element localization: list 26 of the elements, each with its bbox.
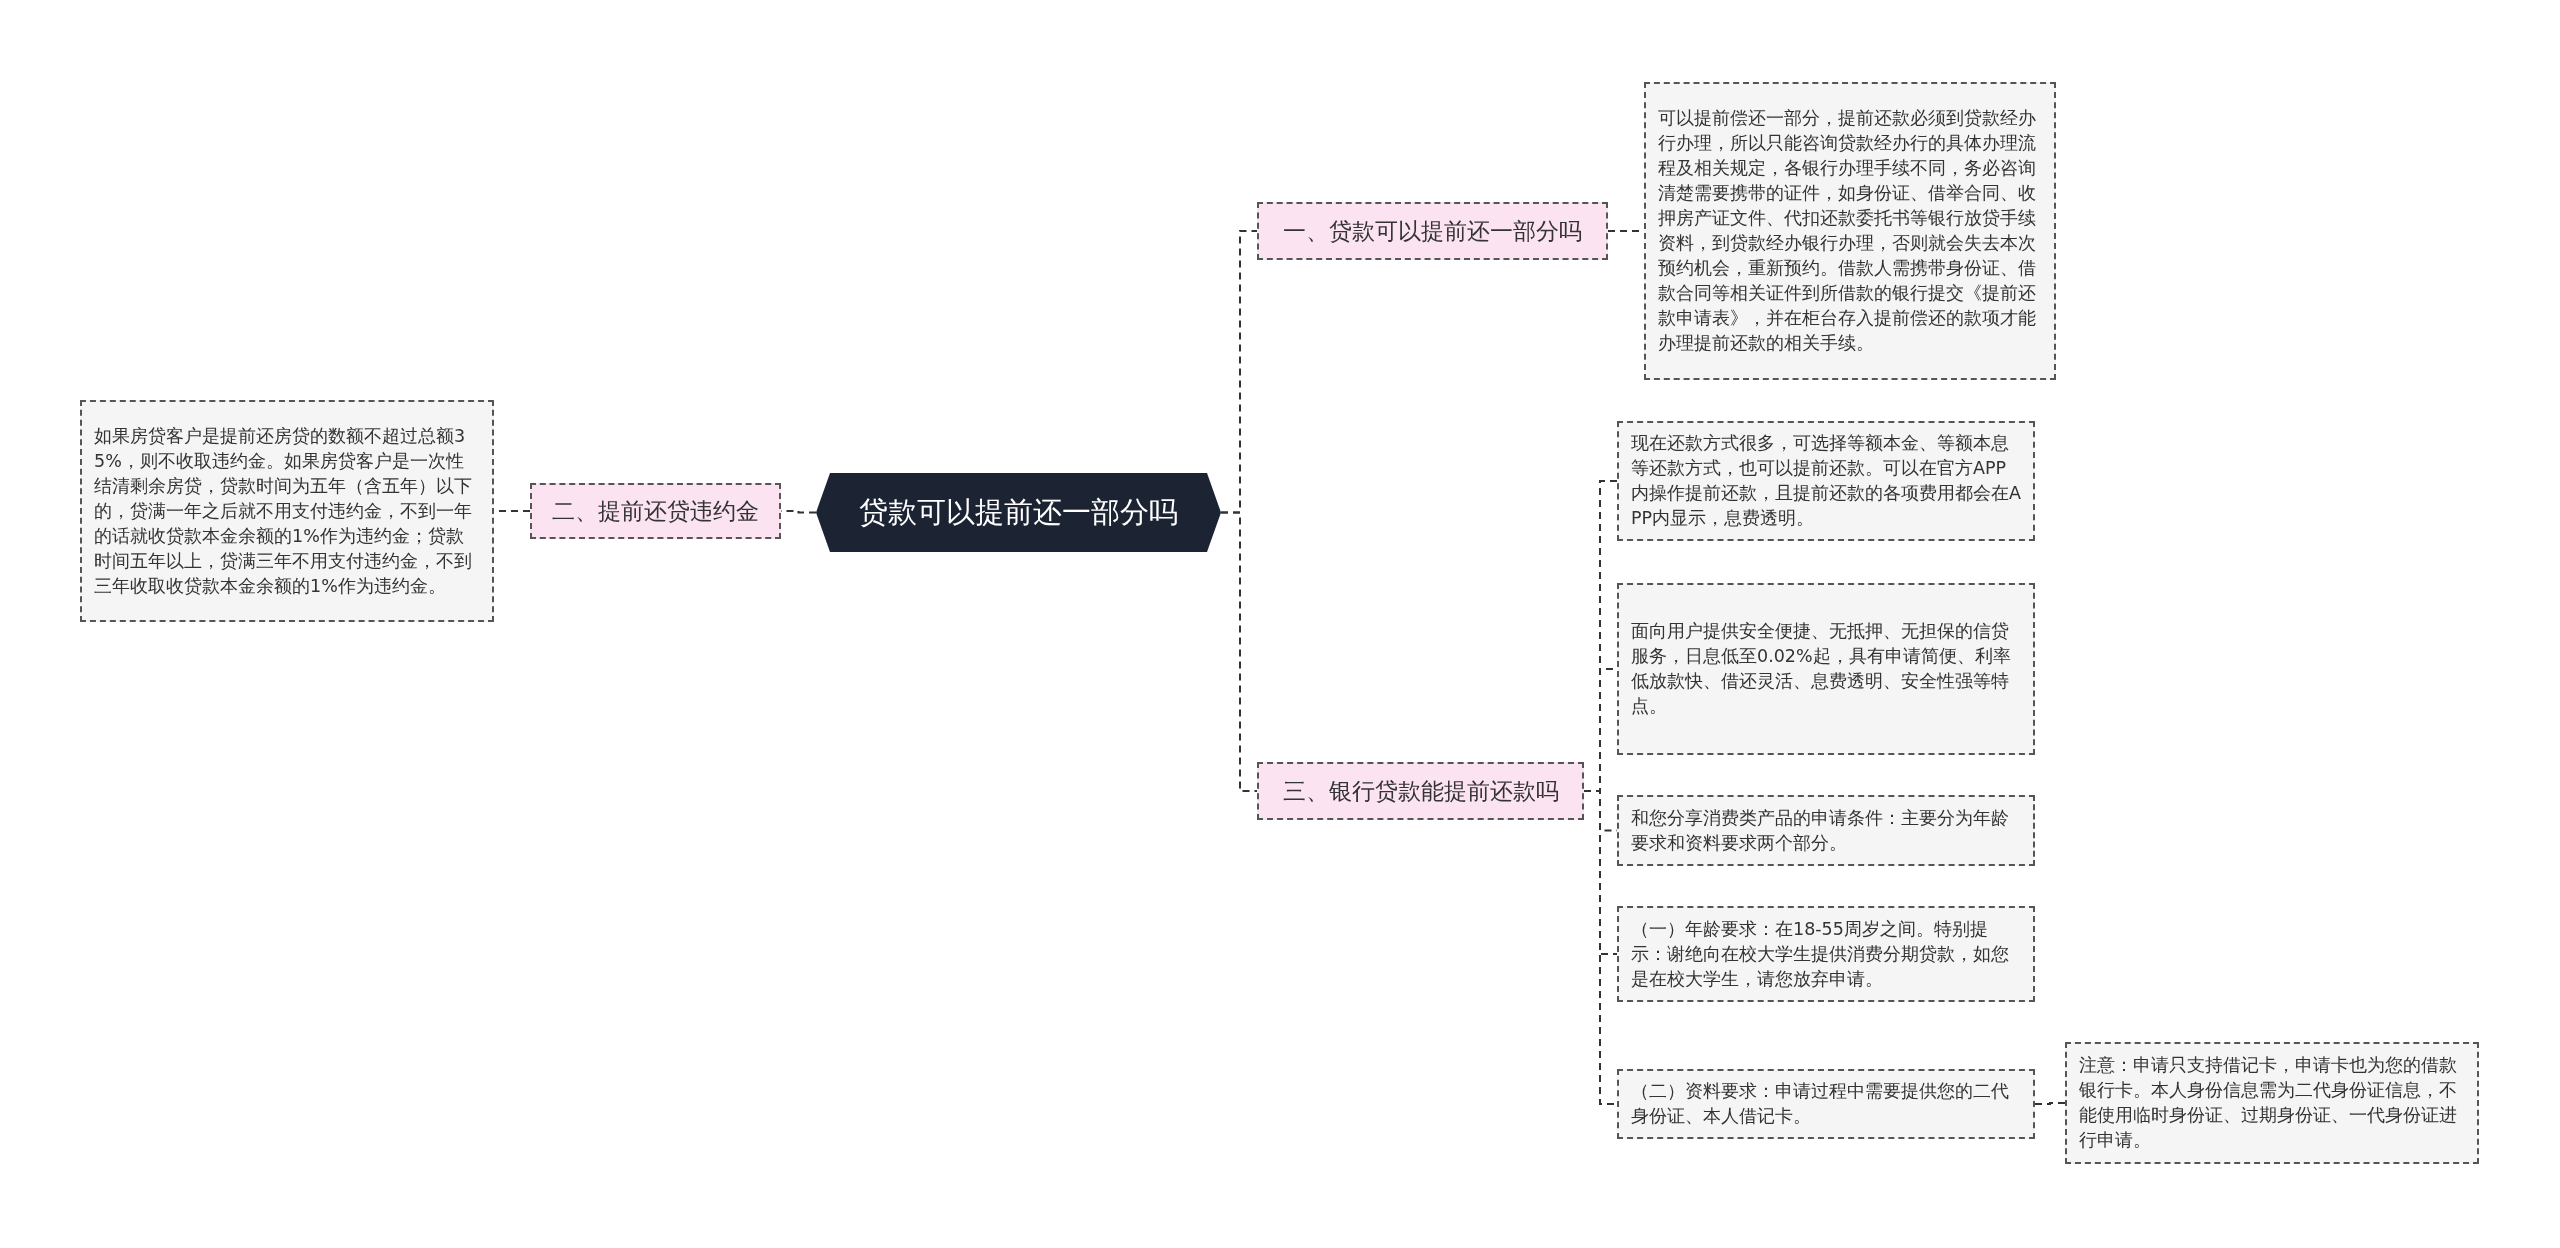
topic-text: 二、提前还贷违约金 — [552, 496, 759, 526]
note-text: 和您分享消费类产品的申请条件：主要分为年龄要求和资料要求两个部分。 — [1631, 806, 2010, 855]
note-text: （一）年龄要求：在18-55周岁之间。特别提示：谢绝向在校大学生提供消费分期贷款，如您是在校大学生，请您放弃申请。 — [1631, 917, 2010, 991]
branch-topic-box — [1257, 202, 1608, 260]
note-box — [1617, 1069, 2035, 1139]
topic-text: 三、银行贷款能提前还款吗 — [1282, 776, 1559, 806]
note-text: 注意：申请只支持借记卡，申请卡也为您的借款银行卡。本人身份信息需为二代身份证信息，不能使用临时身份证、过期身份证、一代身份证进行申请。 — [2079, 1054, 2458, 1152]
note-text: 面向用户提供安全便捷、无抵押、无担保的信贷服务，日息低至0.02%起，具有申请简便、利率低放款快、借还灵活、息费透明、安全性强等特点。 — [1631, 620, 2012, 718]
note-box — [80, 400, 494, 622]
topic-text: 贷款可以提前还一部分吗 — [859, 493, 1178, 531]
note-text: 如果房贷客户是提前还房贷的数额不超过总额35%，则不收取违约金。如果房贷客户是一次性结清剩余房贷，贷款时间为五年（含五年）以下的，贷满一年之后就不用支付违约金，不到一年的话就收贷款本金余额的1%作为违约金；贷款时间五年以上，贷满三年不用支付违约金，不到三年收取收贷款本金余额的1%作为违约金。 — [94, 424, 473, 598]
note-text: 可以提前偿还一部分，提前还款必须到贷款经办行办理，所以只能咨询贷款经办行的具体办理流程及相关规定，各银行办理手续不同，务必咨询清楚需要携带的证件，如身份证、借举合同、收押房产证文件、代扣还款委托书等银行放贷手续资料，到贷款经办银行办理，否则就会失去本次预约机会，重新预约。借款人需携带身份证、借款合同等相关证件到所借款的银行提交《提前还款申请表》，并在柜台存入提前偿还的款项才能办理提前还款的相关手续。 — [1658, 107, 2037, 355]
note-box — [1644, 82, 2056, 380]
branch-topic-box — [1257, 762, 1584, 820]
connector-line — [2034, 1102, 2066, 1105]
note-box — [1617, 583, 2035, 755]
branch-topic-box — [530, 483, 781, 539]
note-box — [1617, 795, 2035, 866]
note-box — [1617, 421, 2035, 541]
note-box — [1617, 906, 2035, 1002]
note-box — [2065, 1042, 2479, 1164]
topic-text: 一、贷款可以提前还一部分吗 — [1283, 216, 1582, 246]
note-text: （二）资料要求：申请过程中需要提供您的二代身份证、本人借记卡。 — [1631, 1080, 2010, 1128]
central-topic — [816, 473, 1221, 552]
note-text: 现在还款方式很多，可选择等额本金、等额本息等还款方式，也可以提前还款。可以在官方APP内操作提前还款，且提前还款的各项费用都会在APP内显示，息费透明。 — [1631, 432, 2021, 530]
connector-line — [1220, 511, 1258, 792]
